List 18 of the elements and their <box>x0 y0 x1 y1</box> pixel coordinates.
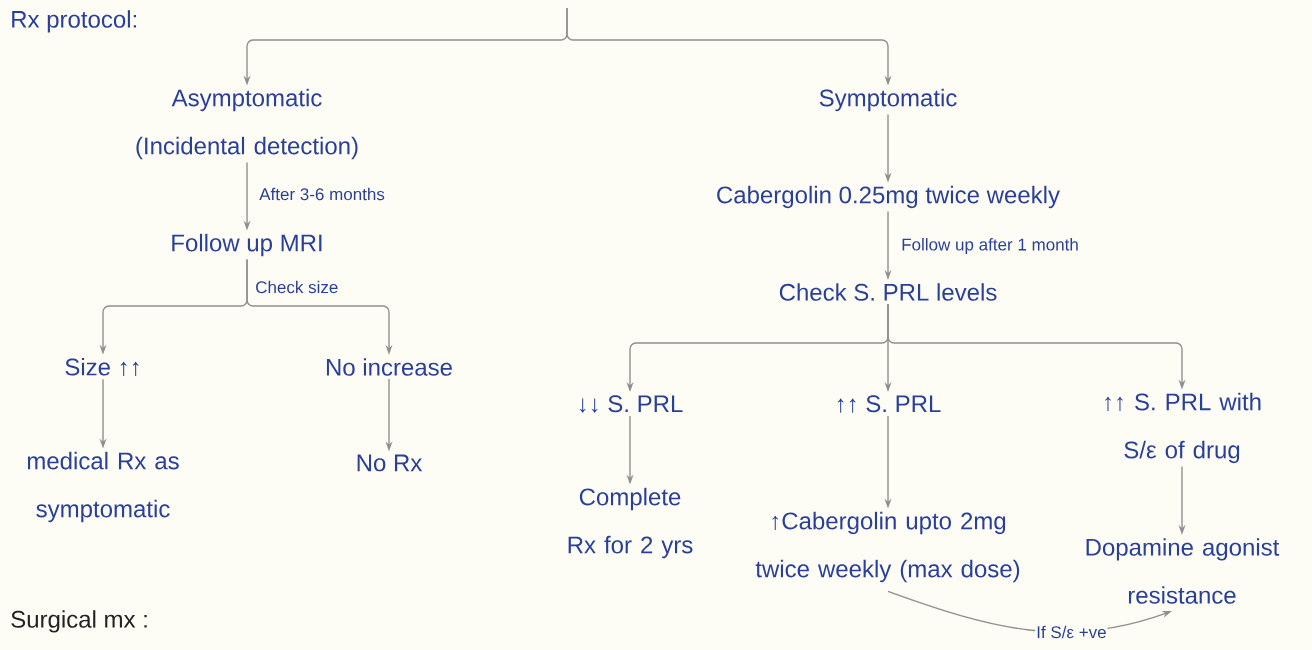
edge-label: Follow up after 1 month <box>900 237 1080 255</box>
flow-text: ↑↑ S. PRL <box>837 395 941 413</box>
flow-text: Follow up MRI <box>172 233 322 257</box>
flow-text: No increase <box>326 358 452 376</box>
heading-text: Surgical mx : <box>11 610 147 633</box>
flow-text: ↑↑ S. PRL with S/ε of drug <box>1105 392 1261 464</box>
flow-text: ↑Cabergolin upto 2mg twice weekly (max dose) <box>755 511 1020 583</box>
flow-text: Complete Rx for 2 yrs <box>568 487 693 559</box>
flow-text: Cabergolin 0.25mg twice weekly <box>717 185 1060 209</box>
heading-text: Rx protocol: <box>12 10 136 33</box>
flow-text: Size ↑↑ <box>65 357 139 377</box>
flow-text: Check S. PRL levels <box>779 283 997 301</box>
flow-text: No Rx <box>357 454 423 472</box>
flow-text: medical Rx as symptomatic <box>27 451 179 523</box>
flow-text: Asymptomatic (Incidental detection) <box>136 88 358 160</box>
flow-text: Symptomatic <box>819 88 957 112</box>
flow-text: ↓↓ S. PRL <box>579 395 683 413</box>
flow-text: Dopamine agonist resistance <box>1086 538 1280 604</box>
